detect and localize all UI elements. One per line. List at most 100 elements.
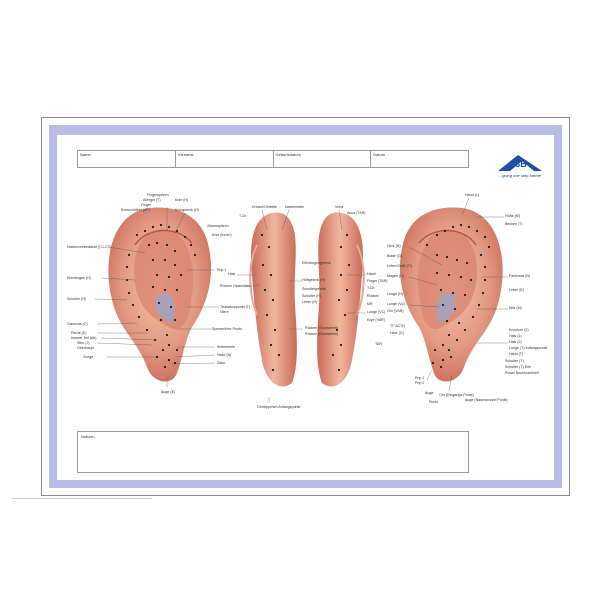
- acupuncture-point: [143, 229, 147, 233]
- label: Schultergelenk: [302, 287, 326, 291]
- acupuncture-point: [175, 288, 179, 292]
- acupuncture-point: [459, 223, 463, 227]
- label: Auge (Nasenwurzel Punkt): [465, 398, 508, 402]
- acupuncture-point: [127, 253, 131, 257]
- label: Rücken Halswirbel: [220, 284, 250, 288]
- acupuncture-point: [471, 315, 475, 319]
- acupuncture-point: [465, 261, 469, 265]
- acupuncture-point: [455, 338, 459, 342]
- acupuncture-point: [269, 343, 273, 347]
- label: Anus (TAR): [347, 211, 366, 215]
- acupuncture-point: [447, 273, 451, 277]
- label: Magen (H): [387, 274, 404, 278]
- acupuncture-point: [147, 243, 151, 247]
- acupuncture-point: [173, 318, 177, 322]
- acupuncture-point: [269, 273, 273, 277]
- label: Allergie (T): [143, 198, 161, 202]
- label: Knieschützer (AF): [121, 208, 150, 212]
- notes-box[interactable]: Notizen: [77, 431, 469, 473]
- acupuncture-point: [271, 368, 275, 372]
- label: Becken (T): [505, 222, 523, 226]
- acupuncture-point: [435, 233, 439, 237]
- acupuncture-point: [337, 298, 341, 302]
- label: MR: [367, 302, 373, 306]
- label: Nase (N): [217, 353, 231, 357]
- acupuncture-point: [331, 353, 335, 357]
- acupuncture-point: [469, 278, 473, 282]
- label: Zunge: [83, 355, 93, 359]
- acupuncture-point: [175, 348, 179, 352]
- label: Hals: [228, 272, 235, 276]
- form-field-birthdate[interactable]: Geburtsdatum: [274, 151, 372, 167]
- acupuncture-point: [260, 233, 264, 237]
- label: Milz (M): [509, 306, 522, 310]
- acupuncture-point: [167, 225, 171, 229]
- label: Hand (L): [465, 193, 479, 197]
- acupuncture-point: [345, 233, 349, 237]
- acupuncture-point: [463, 293, 467, 297]
- acupuncture-point: [439, 365, 443, 369]
- label: Lunge (T) Anfangspunkt: [509, 346, 547, 350]
- acupuncture-point: [273, 328, 277, 332]
- label: Rücken (Brustwirbel): [305, 326, 338, 330]
- label: Zehenspitzen: [207, 224, 229, 228]
- acupuncture-point: [479, 253, 483, 257]
- acupuncture-point: [167, 343, 171, 347]
- acupuncture-point: [151, 285, 155, 289]
- acupuncture-point: [339, 245, 343, 249]
- label: Rücken (Brustwirbel): [305, 332, 338, 336]
- acupuncture-point: [125, 265, 129, 269]
- label: Pelvis (D): [71, 331, 87, 335]
- form-field-name[interactable]: Name: [78, 151, 176, 167]
- label: Finger: [141, 203, 152, 207]
- form-field-date[interactable]: Datum: [373, 152, 386, 157]
- label: TF ACTH: [390, 324, 405, 328]
- label: Hand (T): [509, 352, 523, 356]
- acupuncture-point: [167, 358, 171, 362]
- label: Speiseröhre-Punkt: [212, 327, 242, 331]
- acupuncture-point: [267, 245, 271, 249]
- acupuncture-point: [163, 365, 167, 369]
- label: Hals (1): [509, 334, 522, 338]
- acupuncture-point: [463, 328, 467, 332]
- left-ear-labels: Nackenwirbelsäule (C1-C7) Ellenbogen (H)…: [67, 193, 250, 394]
- mid-left-ear-labels: Kreisel/Ohrfalte Nackenfalte T.Ch. Hals …: [220, 205, 338, 409]
- acupuncture-point: [161, 348, 165, 352]
- chart-area: Name Vorname Geburtsdatum Datum 3B ...go…: [57, 135, 554, 480]
- label: Schulter (H): [67, 297, 86, 301]
- label: Kreisel/Ohrfalte: [252, 205, 277, 209]
- label: Schulter (H): [302, 294, 321, 298]
- acupuncture-point: [453, 307, 457, 311]
- acupuncture-point: [441, 343, 445, 347]
- chart-sheet: Name Vorname Geburtsdatum Datum 3B ...go…: [41, 117, 570, 496]
- label: Lunge (VC): [367, 310, 385, 314]
- 3b-logo-icon: 3B: [498, 155, 542, 171]
- label: Ohrläppchen Anfangspunkt: [257, 405, 300, 409]
- label: Leber (H): [302, 300, 317, 304]
- label: Schulter (T): [505, 359, 524, 363]
- notes-label: Notizen: [81, 434, 95, 439]
- label: Rücken: [367, 294, 379, 298]
- label: Kieferkehle: [217, 345, 235, 349]
- label: Knie (Innen): [212, 233, 232, 237]
- acupuncture-point: [159, 223, 163, 227]
- label: Hand: [367, 272, 376, 276]
- acupuncture-point: [477, 303, 481, 307]
- label: Clavicula (C): [67, 322, 88, 326]
- mid-right-ear-labels: Vena Anus (TAR) Hand Finger (TAR) T.Ch. …: [335, 205, 388, 346]
- right-ear-labels: Hand (L) Herz (N) Blase (G) Leber/Galle …: [387, 193, 547, 404]
- acupuncture-point: [137, 315, 141, 319]
- ear-acupuncture-diagram: Nackenwirbelsäule (C1-C7) Ellenbogen (H)…: [67, 193, 547, 409]
- acupuncture-point: [451, 291, 455, 295]
- form-field-first-name[interactable]: Vorname: [176, 151, 274, 167]
- logo-text: 3B: [515, 159, 527, 169]
- label: Blase (G): [387, 254, 402, 258]
- acupuncture-point: [445, 255, 449, 259]
- label: Niere: [220, 310, 229, 314]
- label: Herz (G): [390, 331, 404, 335]
- acupuncture-point: [441, 358, 445, 362]
- label: Prip 1: [217, 268, 226, 272]
- label: Lunge (H): [387, 292, 403, 296]
- label: Fingerspitzen: [147, 193, 169, 197]
- label: T.Ch.: [367, 286, 375, 290]
